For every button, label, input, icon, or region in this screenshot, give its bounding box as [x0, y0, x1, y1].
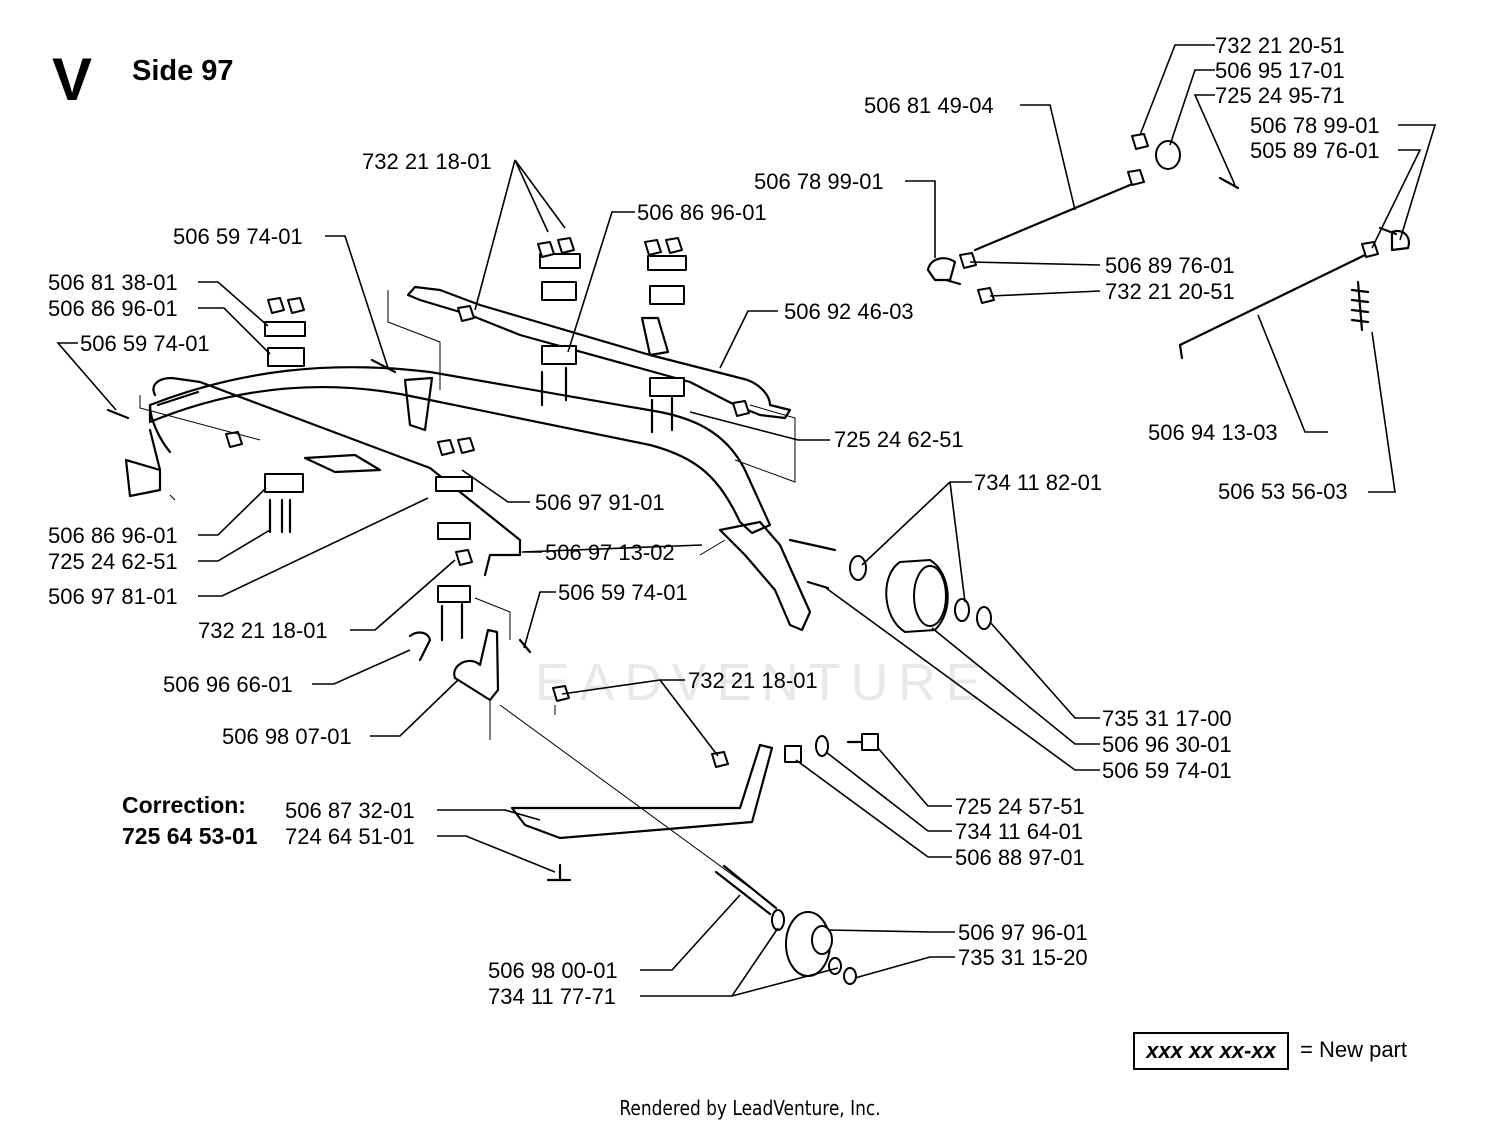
rear-axle [788, 538, 837, 552]
upper-rod-left-b [156, 390, 200, 407]
clamp-block-4c [649, 377, 685, 397]
pedal-arm [403, 376, 434, 432]
callout-label: 506 86 96-01 [637, 200, 767, 225]
spacer [784, 745, 802, 763]
callout-label: 725 24 95-71 [1215, 83, 1345, 108]
callout-label: 724 64 51-01 [285, 824, 415, 849]
clevis-pin [408, 631, 432, 662]
callout-label: 506 95 17-01 [1215, 58, 1345, 83]
rod-506-94-13-03 [1178, 253, 1367, 360]
clamp-block-5a [435, 476, 473, 492]
callout-label: 725 24 62-51 [48, 549, 178, 574]
callout-label: 505 89 76-01 [1250, 138, 1380, 163]
callout-label: 506 88 97-01 [955, 845, 1085, 870]
clamp-block-3a [539, 253, 581, 269]
clamp-block-4a [647, 255, 687, 271]
circlip-lower [843, 967, 857, 985]
upper-bracket-plate [640, 316, 670, 357]
clamp-block-4b [649, 285, 685, 305]
rear-arm [718, 520, 812, 632]
clamp-block-3b [541, 281, 577, 301]
callout-label: 732 21 18-01 [362, 149, 492, 174]
callout-label: 725 24 62-51 [834, 427, 964, 452]
idler-shaft [714, 864, 778, 916]
clamp-block-3c [541, 345, 577, 365]
callout-label: 732 21 18-01 [198, 618, 328, 643]
new-part-legend: = New part [1300, 1037, 1407, 1062]
callout-label: 506 78 99-01 [1250, 113, 1380, 138]
ball-joint-right [1390, 229, 1410, 252]
rod-end-eye [1155, 140, 1181, 170]
callout-label: 506 98 00-01 [488, 958, 618, 983]
callout-label: 506 59 74-01 [558, 580, 688, 605]
callout-label: 732 21 20-51 [1215, 33, 1345, 58]
callout-label: 506 78 99-01 [754, 169, 884, 194]
washer-roller [849, 555, 867, 581]
front-frame-curve [148, 403, 172, 454]
callout-label: 506 98 07-01 [222, 724, 352, 749]
callout-label: 506 97 13-02 [545, 540, 675, 565]
left-bracket [124, 428, 162, 498]
callout-label: 506 86 96-01 [48, 296, 178, 321]
callout-label: 734 11 64-01 [955, 819, 1083, 844]
callout-label: 506 81 38-01 [48, 270, 178, 295]
nuts [225, 133, 1379, 768]
clamp-block-1b [267, 347, 305, 367]
callout-label: 734 11 82-01 [974, 470, 1102, 495]
bolts [106, 176, 1398, 882]
lower-bracket [453, 628, 500, 702]
clamp-block-2a [264, 473, 304, 493]
correction-number: 725 64 53-01 [122, 823, 258, 849]
callout-label: 506 97 81-01 [48, 584, 178, 609]
callout-label: 506 97 91-01 [535, 490, 665, 515]
spring-506-53-56-03 [1350, 280, 1370, 332]
callout-label: 506 96 66-01 [163, 672, 293, 697]
callout-label: 506 97 96-01 [958, 920, 1088, 945]
callouts: 732 21 20-51 506 95 17-01 725 24 95-71 5… [48, 33, 1380, 1009]
ball-joint-left [926, 257, 957, 282]
callout-label: 506 89 76-01 [1105, 253, 1235, 278]
washer-roller-2 [954, 598, 970, 622]
callout-label: 506 94 13-03 [1148, 420, 1278, 445]
bolt-head [861, 733, 879, 751]
section-letter: V [52, 46, 92, 113]
footer-credit: Rendered by LeadVenture, Inc. [619, 1096, 881, 1120]
leader-lines [56, 44, 1437, 997]
callout-label: 735 31 17-00 [1102, 706, 1232, 731]
clamp-block-1a [264, 321, 306, 337]
rod-506-81-49-04 [973, 183, 1132, 252]
circlip-roller [976, 606, 992, 630]
callout-label: 506 87 32-01 [285, 798, 415, 823]
washer-734-11-64 [815, 735, 829, 757]
callout-label: 506 59 74-01 [80, 331, 210, 356]
callout-label: 735 31 15-20 [958, 945, 1088, 970]
rocker-arm [510, 743, 774, 840]
angle-plate-small [303, 453, 382, 474]
section-title: Side 97 [132, 55, 234, 87]
callout-label: 506 86 96-01 [48, 523, 178, 548]
main-frame-beam [148, 366, 772, 535]
callout-label: 732 21 20-51 [1105, 279, 1235, 304]
callout-label: 506 81 49-04 [864, 93, 994, 118]
clamp-block-5b [437, 522, 471, 540]
construction-lines [139, 290, 796, 896]
washer-small [828, 957, 842, 975]
callout-label: 506 92 46-03 [784, 299, 914, 324]
callout-label: 732 21 18-01 [688, 668, 818, 693]
callout-label: 506 53 56-03 [1218, 479, 1348, 504]
watermark: EADVENTURE [535, 654, 990, 712]
clamp-block-5c [437, 585, 471, 603]
callout-label: 734 11 77-71 [488, 984, 616, 1009]
upper-rod-left [152, 376, 522, 577]
correction-label: Correction: [122, 792, 246, 818]
callout-label: 506 59 74-01 [173, 224, 303, 249]
callout-label: 725 24 57-51 [955, 794, 1085, 819]
callout-label: 506 59 74-01 [1102, 758, 1232, 783]
callout-label: 506 96 30-01 [1102, 732, 1232, 757]
washer-lower [771, 909, 785, 931]
new-part-sample: xxx xx xx-xx [1133, 1032, 1289, 1070]
